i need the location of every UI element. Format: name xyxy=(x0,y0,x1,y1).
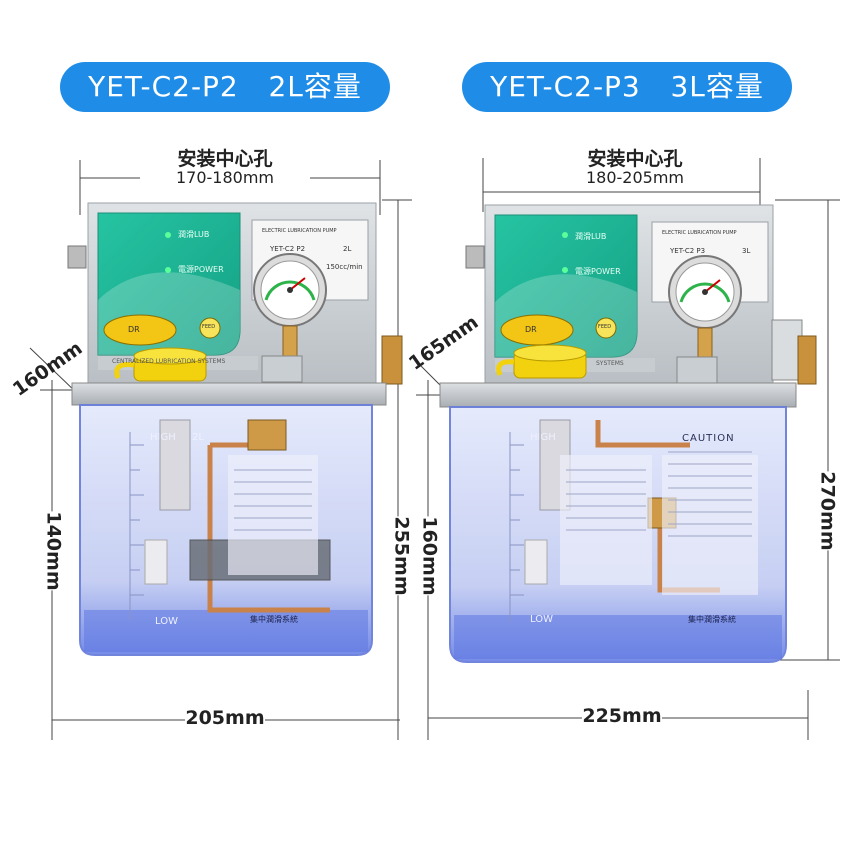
power-led-label-left: 電源POWER xyxy=(178,265,224,274)
strip-text-left: CENTRALIZED LUBRICATION SYSTEMS xyxy=(112,358,226,365)
hole-label-left: 安装中心孔 xyxy=(177,148,273,170)
width-dimension-right: 225mm xyxy=(582,705,662,727)
tank-high-right: HIGH xyxy=(530,432,556,443)
tank-low-left: LOW xyxy=(155,616,178,627)
plate-capacity-left: 2L xyxy=(343,245,352,253)
tank-brand-left: 集中潤滑系統 xyxy=(250,615,298,624)
feed-button-left: FEED xyxy=(202,324,216,330)
width-dimension-left: 205mm xyxy=(185,707,265,729)
plate-brand-right: ELECTRIC LUBRICATION PUMP xyxy=(662,230,737,236)
pump-left xyxy=(29,160,412,740)
total-height-left: 255mm xyxy=(390,516,413,596)
plate-model-right: YET-C2 P3 xyxy=(670,247,706,255)
total-height-right: 270mm xyxy=(816,471,839,551)
pump-right xyxy=(416,158,840,740)
tank-height-right: 160mm xyxy=(418,516,441,596)
tank-height-left: 140mm xyxy=(42,511,65,591)
plate-flow-left: 150cc/min xyxy=(326,263,363,271)
logo-right: DR xyxy=(525,325,537,334)
logo-left: DR xyxy=(128,325,140,334)
power-led-label-right: 電源POWER xyxy=(575,267,621,276)
plate-brand-left: ELECTRIC LUBRICATION PUMP xyxy=(262,228,337,234)
hole-range-left: 170-180mm xyxy=(140,168,310,187)
tank-high-capacity-left: 2L xyxy=(192,432,204,443)
lub-led-label-left: 潤滑LUB xyxy=(178,230,210,239)
hole-label-right: 安装中心孔 xyxy=(587,148,683,170)
lub-led-label-right: 潤滑LUB xyxy=(575,232,607,241)
strip-text-right: SYSTEMS xyxy=(596,360,624,367)
tank-brand-right: 集中潤滑系統 xyxy=(688,615,736,624)
tank-high-left: HIGH xyxy=(150,432,176,443)
model-title-right: YET-C2-P3 3L容量 xyxy=(462,62,792,112)
hole-range-right: 180-205mm xyxy=(550,168,720,187)
tank-low-right: LOW xyxy=(530,614,553,625)
model-title-left: YET-C2-P2 2L容量 xyxy=(60,62,390,112)
plate-capacity-right: 3L xyxy=(742,247,751,255)
plate-model-left: YET-C2 P2 xyxy=(270,245,306,253)
feed-button-right: FEED xyxy=(598,324,612,330)
caution-label-right: CAUTION xyxy=(682,433,735,444)
